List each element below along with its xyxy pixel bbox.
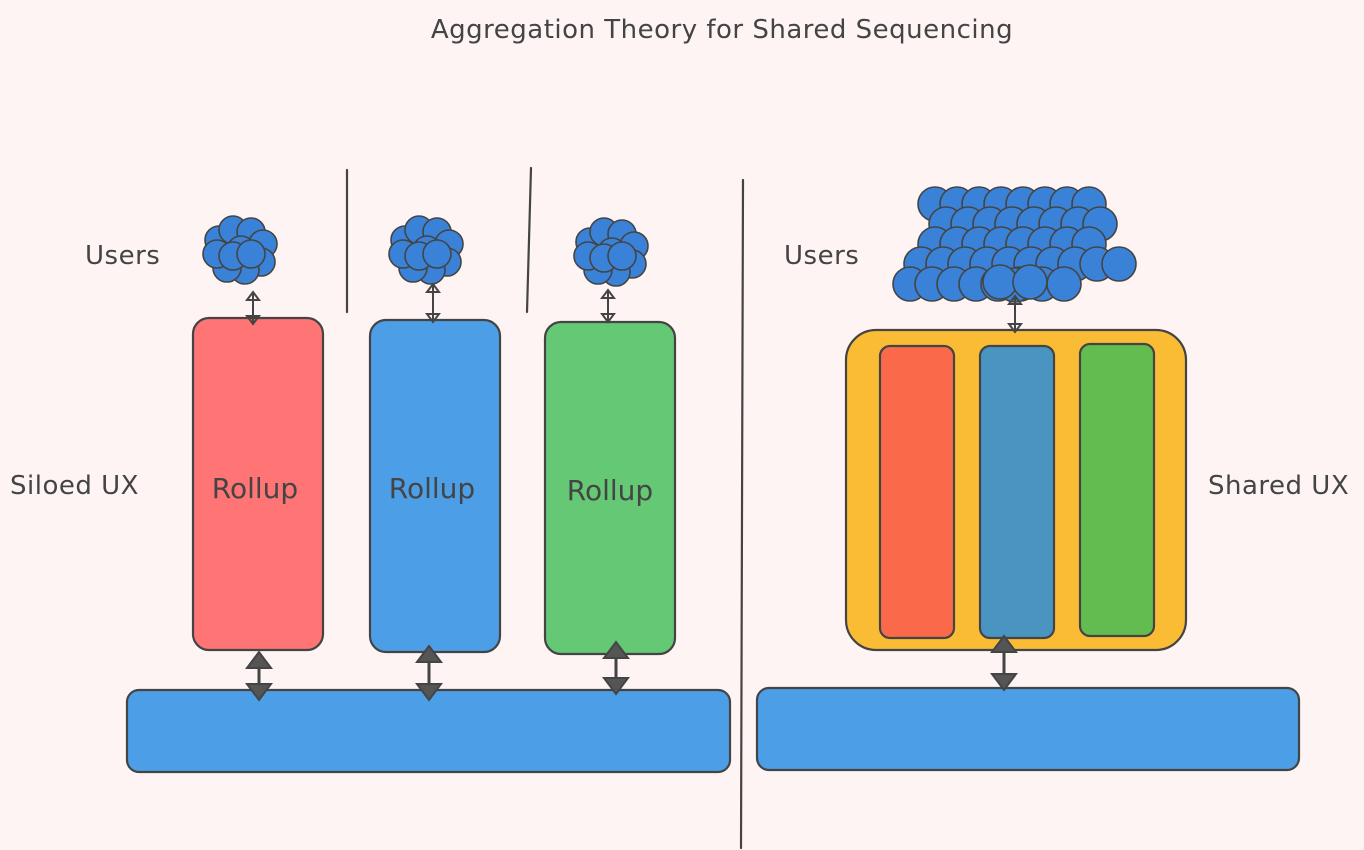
shared-ux-label: Shared UX [1208,471,1349,501]
rollup-red: Rollup [191,316,325,652]
user-circle [1046,266,1082,302]
users-rollup-arrow-3 [600,288,616,324]
shared-lane-1 [878,344,956,640]
shared-users-arrow [1007,294,1023,334]
user-circle [982,264,1018,300]
right-user-cloud [892,186,1137,303]
user-cluster-2 [388,215,464,285]
rollup-green: Rollup [543,320,677,656]
rollup-base-arrow-2 [415,644,443,702]
left-user-clusters [202,215,649,287]
center-divider [739,178,745,850]
left-base-layer [125,688,732,774]
rollup-base-arrow-1 [245,650,273,702]
rollup-label-3: Rollup [567,474,653,507]
rollup-label-2: Rollup [389,472,475,505]
right-users-label: Users [784,241,859,271]
rollup-label-1: Rollup [212,472,298,505]
shared-base-arrow [990,634,1018,692]
user-cluster-3 [573,217,649,287]
rollup-blue: Rollup [368,318,502,654]
left-users-label: Users [85,241,160,271]
shared-lane-3 [1078,342,1156,638]
right-base-layer [755,686,1301,772]
users-rollup-arrow-2 [425,282,441,324]
rollup-base-arrow-3 [602,640,630,696]
users-rollup-arrow-1 [245,290,261,326]
user-circle [422,239,452,269]
user-circle [236,239,266,269]
user-circle [607,241,637,271]
left-divider-2 [525,166,533,314]
shared-lane-2 [978,344,1056,640]
diagram-title: Aggregation Theory for Shared Sequencing [431,15,1013,45]
user-circle [1101,246,1137,282]
siloed-ux-label: Siloed UX [10,471,139,501]
connector-arrows [245,282,1023,702]
user-circle [1012,264,1048,300]
user-cluster-1 [202,215,278,285]
